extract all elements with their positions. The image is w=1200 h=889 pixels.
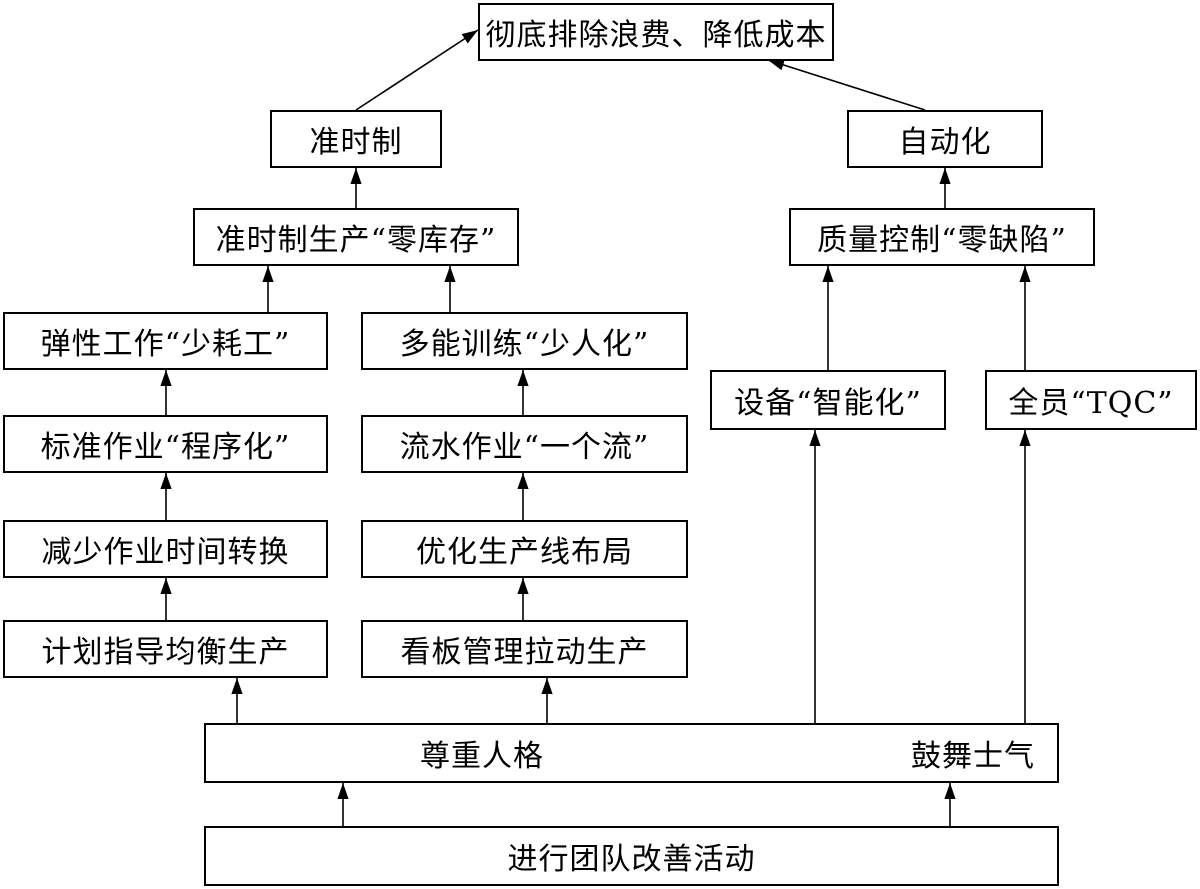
- foundation-node: 尊重人格 鼓舞士气: [204, 723, 1059, 783]
- zero-defect-node: 质量控制“零缺陷”: [789, 208, 1095, 266]
- respect-people-label: 尊重人格: [420, 739, 544, 774]
- optimize-layout-node: 优化生产线布局: [361, 520, 688, 578]
- reduce-changeover-node: 减少作业时间转换: [3, 520, 328, 578]
- zero-inventory-node: 准时制生产“零库存”: [193, 208, 519, 266]
- arrow-autonomation-to-goal: [767, 59, 926, 111]
- jit-node: 准时制: [270, 110, 442, 168]
- one-piece-flow-node: 流水作业“一个流”: [361, 415, 688, 473]
- goal-node: 彻底排除浪费、降低成本: [478, 3, 834, 61]
- level-production-node: 计划指导均衡生产: [3, 620, 328, 678]
- arrow-jit-to-goal: [355, 29, 479, 111]
- boost-morale-label: 鼓舞士气: [911, 739, 1035, 774]
- kanban-node: 看板管理拉动生产: [361, 620, 688, 678]
- standard-work-node: 标准作业“程序化”: [3, 415, 328, 473]
- multi-skill-node: 多能训练“少人化”: [361, 312, 688, 370]
- team-improvement-node: 进行团队改善活动: [204, 826, 1059, 886]
- equipment-node: 设备“智能化”: [710, 370, 946, 430]
- flexible-work-node: 弹性工作“少耗工”: [3, 312, 328, 370]
- tqc-node: 全员“TQC”: [985, 370, 1197, 430]
- autonomation-node: 自动化: [847, 110, 1043, 168]
